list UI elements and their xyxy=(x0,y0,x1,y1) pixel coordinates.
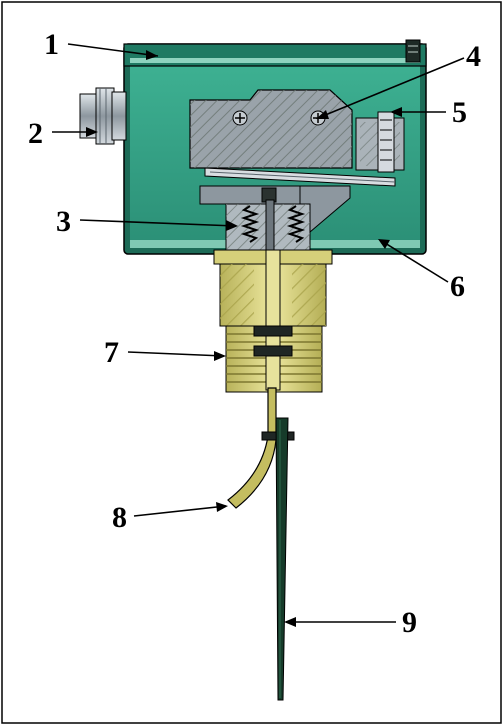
callout-9: 9 xyxy=(402,606,417,639)
micro-switch xyxy=(355,111,405,173)
brass-fitting xyxy=(213,249,333,393)
spring-assembly xyxy=(199,185,351,251)
callout-5: 5 xyxy=(452,96,467,129)
paddle-vane xyxy=(275,417,289,701)
leader-arrowheads xyxy=(86,50,402,627)
callout-3: 3 xyxy=(56,205,71,238)
cable-gland xyxy=(79,87,127,145)
callout-1: 1 xyxy=(44,28,59,61)
callout-8: 8 xyxy=(112,501,127,534)
callout-7: 7 xyxy=(104,336,119,369)
leader-lines xyxy=(52,43,465,623)
callout-2: 2 xyxy=(28,117,43,150)
callout-4: 4 xyxy=(466,40,481,73)
callout-6: 6 xyxy=(450,270,465,303)
